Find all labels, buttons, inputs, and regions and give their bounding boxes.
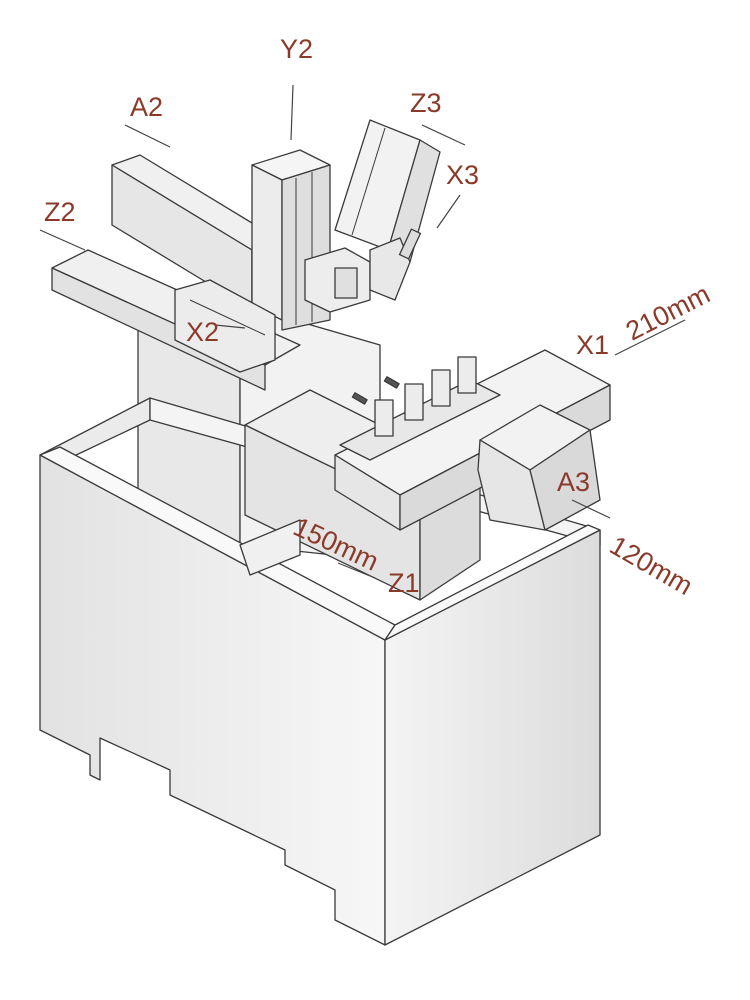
axis-label-x1: X1 — [576, 330, 610, 360]
axis-label-x2: X2 — [186, 317, 220, 347]
axis-arrows — [39, 84, 686, 579]
axis-label-z2: Z2 — [44, 197, 76, 227]
slide-y2 — [251, 149, 371, 331]
slide-x3 — [334, 119, 441, 301]
axis-label-z3: Z3 — [410, 88, 442, 118]
axis-label-x3: X3 — [446, 160, 480, 190]
axis-label-z1: Z1 — [388, 568, 420, 598]
axis-label-a2: A2 — [130, 92, 164, 122]
axis-label-a3: A3 — [557, 467, 591, 497]
axis-label-y2: Y2 — [280, 34, 314, 64]
